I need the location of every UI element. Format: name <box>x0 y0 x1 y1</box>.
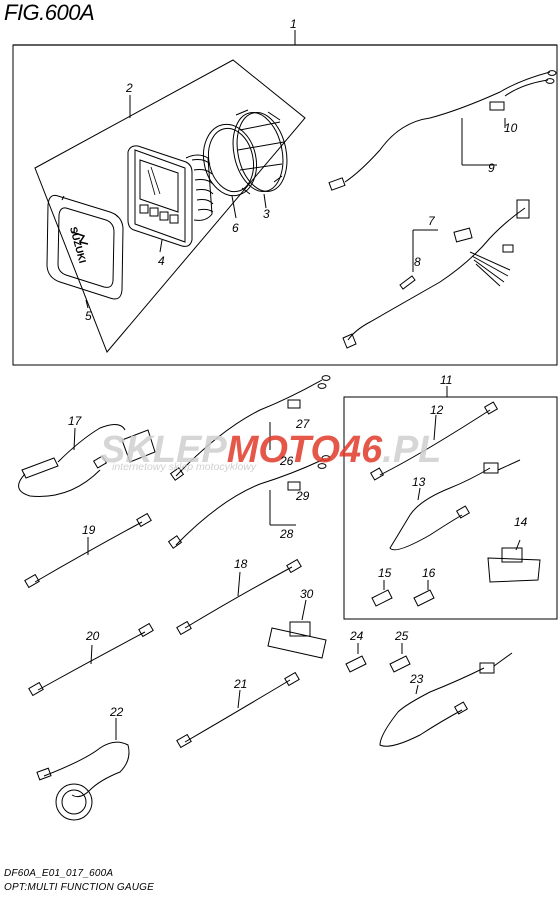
tee-connector-14 <box>487 539 541 583</box>
footer-caption: OPT:MULTI FUNCTION GAUGE <box>4 882 154 893</box>
drop-cable-20 <box>28 622 154 697</box>
ref-7: 7 <box>428 214 436 228</box>
drop-cable-19 <box>24 512 152 589</box>
terminator-15 <box>371 580 393 607</box>
watermark-brand-c: 46 <box>339 429 383 471</box>
ref-2: 2 <box>125 81 133 95</box>
watermark-tagline: internetowy sklep motocyklowy <box>112 461 257 473</box>
ref-19: 19 <box>82 523 96 537</box>
gauge-kit-box <box>34 59 306 353</box>
gauge-cover-5 <box>46 194 124 309</box>
sensor-22 <box>36 718 130 821</box>
harness-7 <box>342 199 530 349</box>
ref-28: 28 <box>279 527 294 541</box>
terminator-24 <box>345 643 367 673</box>
harness-9 <box>328 70 557 191</box>
part-reference-labels: 1 2 3 4 5 6 7 8 9 10 11 12 13 14 15 16 1… <box>68 17 528 719</box>
ref-24: 24 <box>349 629 364 643</box>
footer-figure-code: DF60A_E01_017_600A <box>4 868 114 879</box>
ref-22: 22 <box>109 705 124 719</box>
watermark-brand-b: MOTO <box>227 429 340 471</box>
ref-6: 6 <box>232 221 239 235</box>
suzuki-s-icon <box>71 231 89 245</box>
ref-17: 17 <box>68 414 83 428</box>
ref-23: 23 <box>409 672 424 686</box>
ref-21: 21 <box>233 677 247 691</box>
harness-26 <box>169 375 331 481</box>
watermark: SKLEPMOTO46.PL internetowy sklep motocyk… <box>100 429 441 473</box>
ref-3: 3 <box>263 207 270 221</box>
terminator-25 <box>389 643 411 673</box>
sensor-17 <box>18 424 156 497</box>
ref-15: 15 <box>378 566 392 580</box>
watermark-brand-d: .PL <box>382 429 441 471</box>
ref-10: 10 <box>504 121 518 135</box>
ref-4: 4 <box>158 254 165 268</box>
ref-5: 5 <box>85 309 92 323</box>
ref-25: 25 <box>394 629 409 643</box>
ref-9: 9 <box>488 161 495 175</box>
power-cable-23 <box>379 652 513 747</box>
ref-27: 27 <box>295 417 311 431</box>
ref-13: 13 <box>412 475 426 489</box>
ref-12: 12 <box>430 403 444 417</box>
tee-connector-30 <box>267 599 327 659</box>
backbone-cable-21 <box>176 671 300 749</box>
backbone-cable-12 <box>369 401 499 481</box>
terminator-16 <box>413 580 435 607</box>
ref-11: 11 <box>440 373 452 387</box>
harness-28 <box>167 455 331 549</box>
ref-14: 14 <box>514 515 528 529</box>
ref-1: 1 <box>290 17 297 31</box>
ref-26: 26 <box>279 454 294 468</box>
ref-20: 20 <box>85 629 100 643</box>
ref-18: 18 <box>234 557 248 571</box>
ref-30: 30 <box>300 587 314 601</box>
multi-function-gauge-4 <box>127 145 214 253</box>
figure-title: FIG.600A <box>4 0 95 25</box>
ref-8: 8 <box>414 255 421 269</box>
option-kit-box-11 <box>343 396 558 620</box>
ref-16: 16 <box>422 566 436 580</box>
ref-29: 29 <box>295 489 310 503</box>
assembly-box-1 <box>12 44 558 366</box>
mounting-nut-3 <box>232 109 288 209</box>
watermark-brand-a: SKLEP <box>100 429 227 471</box>
power-cable-13 <box>389 459 521 551</box>
backbone-cable-18 <box>176 558 302 636</box>
svg-text:SKLEPMOTO46.PL: SKLEPMOTO46.PL <box>100 429 441 471</box>
o-ring-6 <box>202 123 258 219</box>
